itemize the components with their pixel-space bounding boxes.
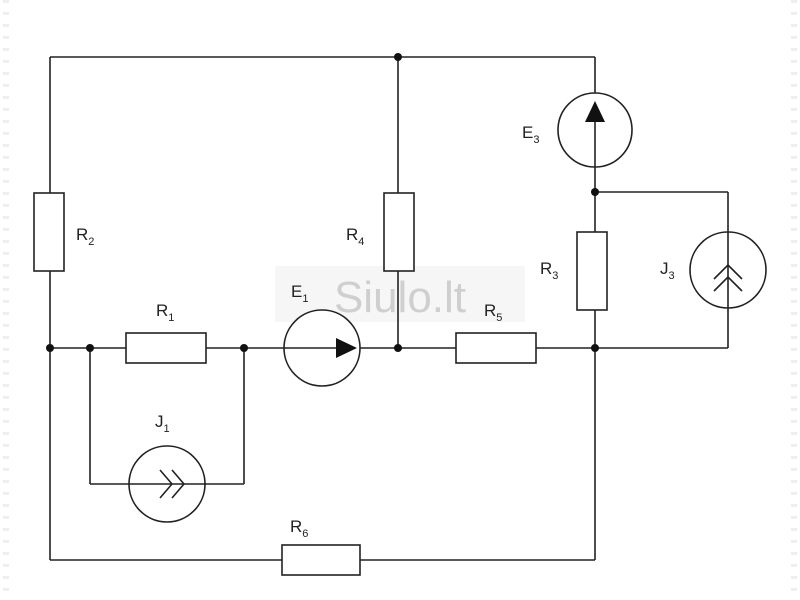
resistor-r6 (281, 544, 361, 576)
resistor-r3 (576, 231, 608, 311)
label-e1: E1 (291, 282, 308, 305)
node-right-middle (591, 344, 599, 352)
label-r4: R4 (346, 225, 364, 248)
watermark-text: Siulo.lt (334, 273, 466, 322)
label-r3: R3 (540, 259, 558, 282)
junction-nodes (46, 53, 599, 352)
voltage-source-e1 (283, 309, 361, 387)
label-j3: J3 (660, 259, 675, 282)
e1-arrow-icon (336, 338, 357, 358)
j1-chevron-icon (159, 469, 174, 499)
current-source-j1 (128, 445, 206, 523)
resistor-r5 (455, 332, 537, 364)
watermark: Siulo.lt (275, 266, 525, 322)
label-r6: R6 (290, 517, 308, 540)
label-e3: E3 (522, 123, 539, 146)
node-j1-right (240, 344, 248, 352)
label-r5: R5 (484, 301, 502, 324)
label-r1: R1 (156, 301, 174, 324)
j3-chevron-icon-2 (713, 275, 743, 292)
label-j1: J1 (155, 412, 170, 435)
resistor-r4 (383, 192, 415, 272)
j3-chevron-icon (713, 263, 743, 280)
resistor-r2 (33, 192, 65, 272)
node-j1-left (86, 344, 94, 352)
node-top-middle (394, 53, 402, 61)
label-r2: R2 (76, 225, 94, 248)
e3-arrow-icon (585, 101, 605, 122)
current-source-j3 (689, 231, 767, 309)
voltage-source-e3 (557, 92, 633, 168)
node-left-middle (46, 344, 54, 352)
j1-chevron-icon-2 (171, 469, 186, 499)
node-r4-bottom (394, 344, 402, 352)
node-e3-r3 (591, 188, 599, 196)
resistor-r1 (125, 332, 207, 364)
